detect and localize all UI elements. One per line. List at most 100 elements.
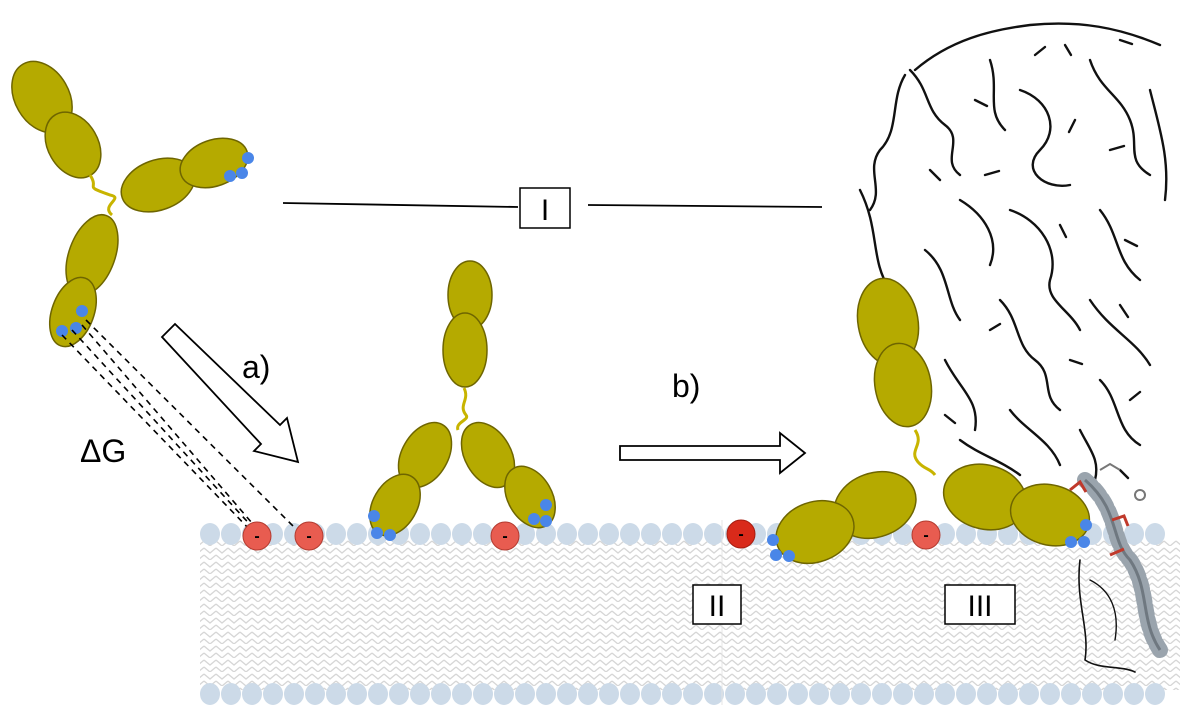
lipid-headgroup — [956, 683, 976, 705]
lipid-headgroup — [809, 683, 829, 705]
region-2-box: II — [692, 584, 742, 625]
lipid-headgroup — [683, 523, 703, 545]
anionic-lipid: - — [911, 520, 941, 550]
lipid-headgroup — [452, 523, 472, 545]
lipid-headgroup — [1124, 523, 1144, 545]
lipid-headgroup — [830, 683, 850, 705]
arrow-step-a — [160, 322, 300, 464]
hinge-region — [88, 174, 117, 217]
lipid-headgroup — [620, 523, 640, 545]
lipid-headgroup — [914, 683, 934, 705]
anionic-lipid: - — [490, 521, 520, 551]
lipid-headgroup — [641, 683, 661, 705]
lipid-headgroup — [452, 683, 472, 705]
negative-charge: - — [923, 527, 928, 544]
antibody-membrane-bound — [369, 260, 556, 537]
lipid-headgroup — [431, 683, 451, 705]
lipid-headgroup — [494, 683, 514, 705]
lipid-headgroup — [536, 523, 556, 545]
anionic-lipids: - - - - - — [242, 519, 941, 551]
lipid-headgroup — [284, 683, 304, 705]
hinge-region-middle — [456, 387, 469, 431]
lipid-headgroup — [200, 523, 220, 545]
lipid-headgroup — [956, 523, 976, 545]
negative-charge: - — [738, 526, 743, 543]
lipid-headgroup — [368, 683, 388, 705]
lipid-headgroup — [515, 683, 535, 705]
lipid-headgroup — [1124, 683, 1144, 705]
lipid-headgroup — [1082, 683, 1102, 705]
antibody-free — [11, 60, 249, 348]
lipid-headgroup — [347, 523, 367, 545]
lipid-headgroup — [536, 683, 556, 705]
binding-sites-free — [56, 152, 254, 337]
lipid-headgroup — [620, 683, 640, 705]
fab-arm-upper-right — [856, 277, 933, 428]
fab-arm-right-middle — [460, 421, 556, 529]
lipid-headgroup — [1145, 523, 1165, 545]
lipid-headgroup — [893, 683, 913, 705]
lipid-headgroup — [410, 523, 430, 545]
fab-arm-upper — [11, 60, 102, 179]
region-3-box: III — [944, 584, 1016, 625]
lipid-headgroup — [746, 683, 766, 705]
anionic-lipid: - — [726, 519, 756, 549]
region-1-line-left — [282, 202, 519, 208]
lipid-headgroup — [1061, 683, 1081, 705]
label-step-a: a) — [242, 349, 270, 385]
lipid-headgroup — [1145, 683, 1165, 705]
delta-g-dashed-lines — [61, 319, 296, 533]
fab-arm-left-middle — [369, 421, 453, 537]
lipid-headgroup — [662, 683, 682, 705]
lipid-headgroup — [515, 523, 535, 545]
label-delta-g: ΔG — [80, 433, 126, 469]
lipid-headgroup — [704, 523, 724, 545]
lipid-headgroup — [998, 683, 1018, 705]
region-1-box: I — [519, 187, 571, 229]
helical-peptide — [1069, 462, 1168, 658]
fc-stem-middle — [442, 260, 493, 388]
lipid-headgroup — [935, 523, 955, 545]
lipid-headgroup — [704, 683, 724, 705]
lipid-headgroup — [347, 683, 367, 705]
lipid-headgroup — [242, 683, 262, 705]
lipid-headgroup — [221, 683, 241, 705]
lipid-headgroup — [872, 683, 892, 705]
lipid-headgroup — [851, 683, 871, 705]
fab-arm-right — [120, 137, 249, 213]
anionic-lipid: - — [294, 521, 324, 551]
lipid-headgroup — [200, 683, 220, 705]
lipid-headgroup — [725, 683, 745, 705]
lipid-headgroup — [389, 683, 409, 705]
negative-charge: - — [306, 528, 311, 545]
lipid-headgroup — [767, 683, 787, 705]
binding-sites-middle — [368, 499, 552, 541]
anionic-lipid: - — [242, 521, 272, 551]
binding-sites-right — [767, 519, 1092, 562]
lower-leaflet-headgroups — [200, 683, 1165, 705]
lipid-headgroup — [599, 683, 619, 705]
lipid-headgroup — [557, 523, 577, 545]
lipid-tails — [200, 540, 1180, 690]
lipid-headgroup — [410, 683, 430, 705]
lipid-headgroup — [578, 683, 598, 705]
lipid-headgroup — [305, 683, 325, 705]
region-3-label: III — [967, 590, 992, 623]
lipid-headgroup — [662, 523, 682, 545]
negative-charge: - — [502, 528, 507, 545]
lipid-headgroup — [326, 683, 346, 705]
lipid-headgroup — [221, 523, 241, 545]
negative-charge: - — [254, 528, 259, 545]
lipid-headgroup — [473, 683, 493, 705]
lipid-headgroup — [263, 683, 283, 705]
lipid-bilayer — [200, 520, 1180, 705]
arrow-step-b — [619, 431, 807, 475]
lipid-headgroup — [599, 523, 619, 545]
lipid-headgroup — [431, 523, 451, 545]
lipid-headgroup — [1103, 683, 1123, 705]
lipid-headgroup — [641, 523, 661, 545]
fc-stem — [48, 214, 119, 348]
fc-stem-right-left — [775, 470, 917, 565]
